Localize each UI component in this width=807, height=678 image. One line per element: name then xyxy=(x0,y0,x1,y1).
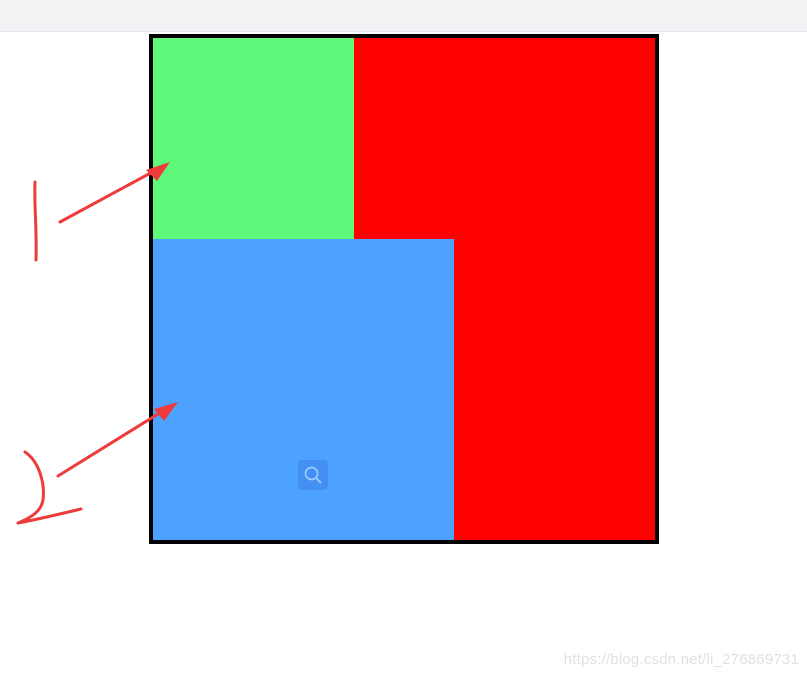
numeral-one-mark xyxy=(33,180,38,262)
numeral-two-mark xyxy=(16,450,83,525)
magnifier-icon xyxy=(304,466,322,484)
zoom-button[interactable] xyxy=(298,460,328,490)
container-box xyxy=(149,34,659,544)
watermark-text: https://blog.csdn.net/li_276869731 xyxy=(563,651,799,668)
browser-top-bar xyxy=(0,0,807,32)
green-box xyxy=(153,38,354,239)
blue-box xyxy=(153,239,454,540)
